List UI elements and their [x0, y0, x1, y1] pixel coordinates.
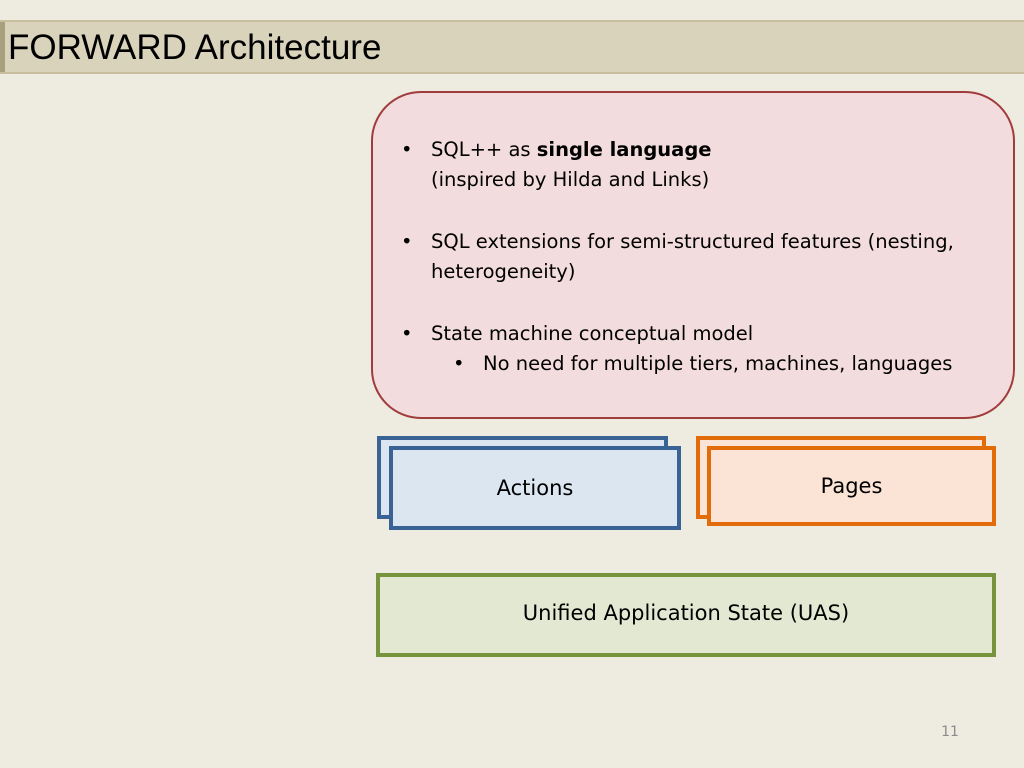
uas-box: Unified Application State (UAS): [376, 573, 996, 657]
bullet-text: SQL++ as single language (inspired by Hil…: [431, 135, 712, 195]
pages-label: Pages: [820, 474, 883, 498]
bullet-text-line2: heterogeneity): [431, 260, 576, 283]
bullet-text-line2: (inspired by Hilda and Links): [431, 168, 710, 191]
slide-title: FORWARD Architecture: [8, 28, 382, 67]
bullet-text: State machine conceptual model: [431, 322, 754, 345]
actions-label: Actions: [496, 476, 574, 500]
bullet-text: SQL extensions for semi-structured featu…: [431, 227, 954, 287]
bullet-text-line1: SQL extensions for semi-structured featu…: [431, 230, 954, 253]
title-accent: [0, 22, 5, 72]
bullet-dot: •: [453, 352, 465, 375]
bullet-dot: •: [401, 138, 413, 161]
bullet-dot: •: [401, 230, 413, 253]
bullet-text-bold: single language: [536, 138, 712, 161]
page-number: 11: [941, 724, 959, 740]
uas-label: Unified Application State (UAS): [522, 601, 850, 625]
actions-box: Actions: [389, 446, 681, 530]
bullet-dot: •: [401, 322, 413, 345]
bullet-text-plain: SQL++ as: [431, 138, 537, 161]
title-bar: FORWARD Architecture: [0, 20, 1024, 74]
callout-box: • SQL++ as single language (inspired by H…: [371, 91, 1015, 419]
bullet-text: No need for multiple tiers, machines, la…: [483, 352, 953, 375]
pages-box: Pages: [707, 446, 996, 526]
